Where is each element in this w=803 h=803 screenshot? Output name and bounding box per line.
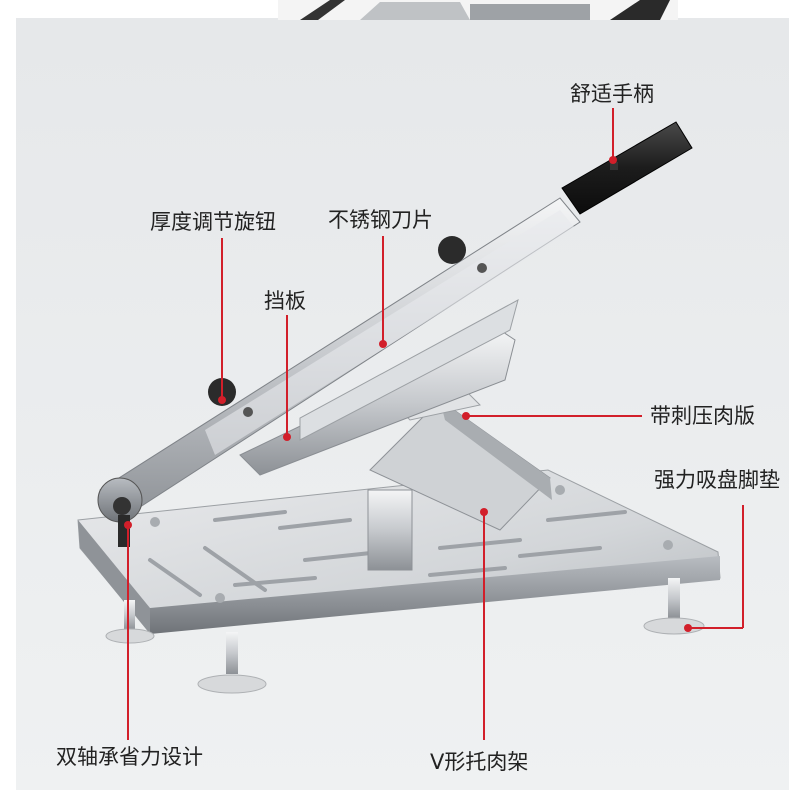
label-suction-feet: 强力吸盘脚垫 [654, 468, 780, 492]
top-image-strip [278, 0, 678, 20]
label-baffle: 挡板 [264, 289, 306, 313]
cutting-arm [97, 121, 693, 547]
label-v-tray: V形托肉架 [430, 750, 529, 774]
label-dual-shaft: 双轴承省力设计 [56, 745, 203, 769]
pointer-dots [124, 156, 692, 632]
blade-assembly [239, 299, 519, 476]
label-spiked-press-plate: 带刺压肉版 [650, 404, 755, 428]
label-thickness-knob: 厚度调节旋钮 [150, 210, 276, 234]
pointer-lines [127, 108, 744, 740]
label-handle: 舒适手柄 [570, 82, 654, 106]
label-blade: 不锈钢刀片 [328, 208, 433, 232]
